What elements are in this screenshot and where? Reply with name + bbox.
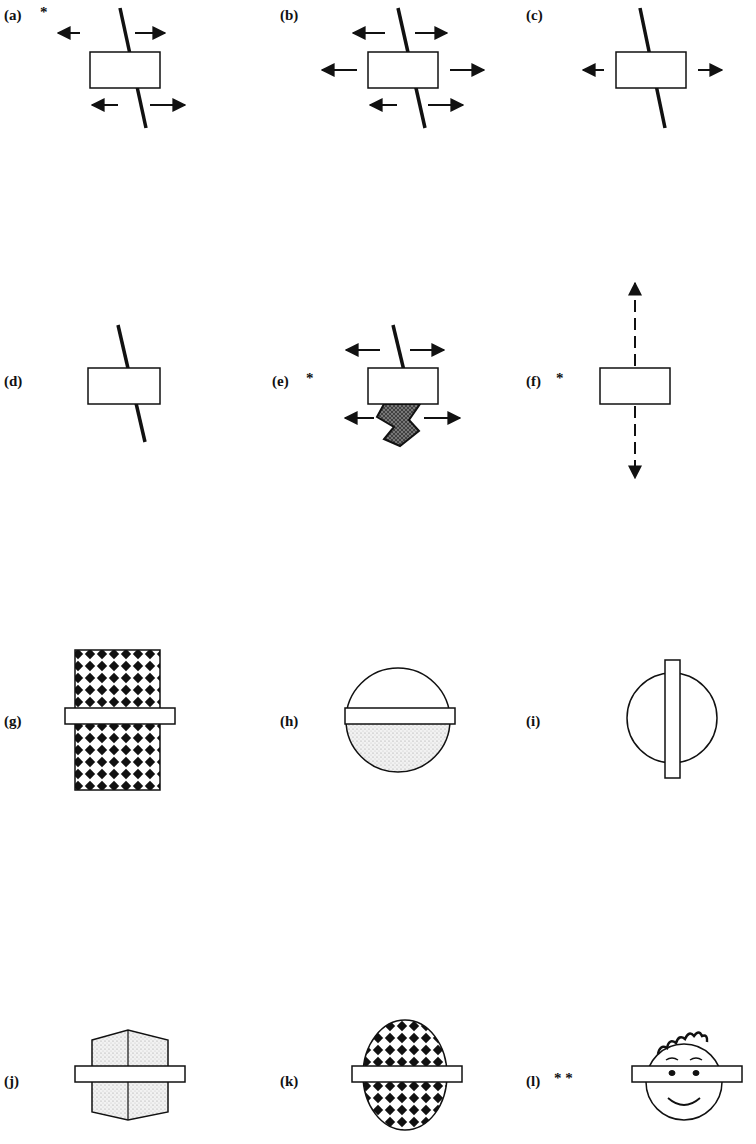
arrows [345,350,460,418]
panel-a [58,8,185,128]
stippled-half [346,720,450,772]
panel-k [352,1020,462,1130]
eye [669,1071,675,1076]
eye [693,1071,699,1076]
bar [665,660,680,778]
panel-c [583,8,722,128]
panel-label: (k) [280,1072,298,1090]
panel-label: (c) [526,6,543,24]
asterisk-mark: * [306,369,314,387]
panel-label: (d) [4,372,22,390]
asterisk-mark: * * [554,1069,573,1087]
arrows [58,33,185,105]
bar [75,1066,185,1082]
panel-label: (a) [4,6,22,24]
panel-l [632,1033,742,1121]
block [90,52,160,88]
panel-g [65,650,175,790]
smile [668,1098,700,1105]
panel-h [345,668,455,772]
panel-b [322,8,484,128]
panel-e [345,325,460,446]
panel-f [600,283,670,478]
dashed-arrow [634,283,636,366]
asterisk-mark: * [40,3,48,21]
dashed-arrow [634,406,636,478]
block [88,368,160,404]
block [616,52,686,88]
block [368,52,438,88]
bar [345,708,455,724]
eyebrows [666,1058,702,1060]
block [368,368,438,404]
panel-label: (i) [526,712,540,730]
panel-i [627,660,717,778]
block [600,368,670,404]
arrows [322,33,484,105]
panel-label: (f) [526,372,541,390]
panel-d [88,325,160,442]
panel-j [75,1030,185,1120]
asterisk-mark: * [556,369,564,387]
bar [352,1066,462,1082]
bar [65,708,175,724]
hair [658,1033,707,1055]
panel-label: (j) [4,1072,19,1090]
panel-label: (e) [272,372,289,390]
panel-label: (b) [280,6,298,24]
panel-label: (h) [280,712,298,730]
panel-label: (l) [526,1072,540,1090]
arrows [583,69,722,71]
panel-label: (g) [4,712,22,730]
bar [632,1066,742,1082]
crumpled-zone [377,404,420,446]
